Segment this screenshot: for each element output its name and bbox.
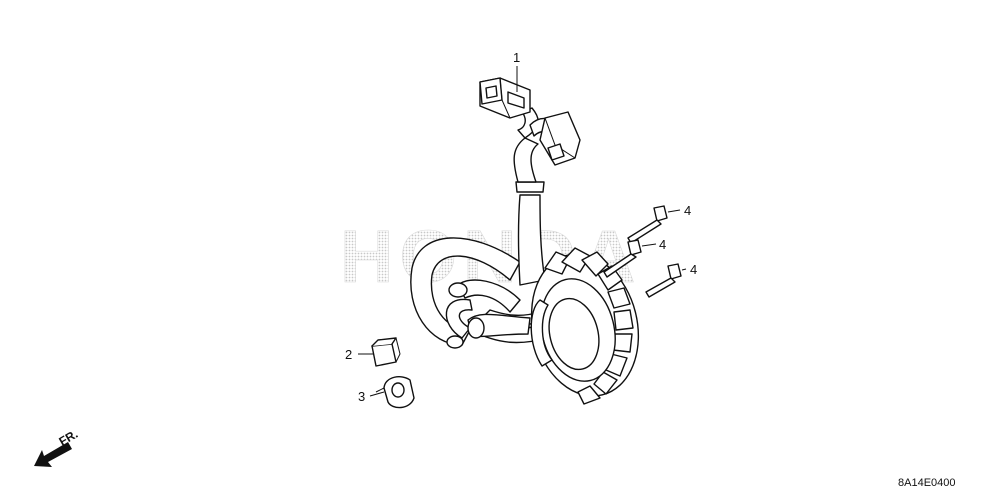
connector-boot <box>539 111 581 166</box>
front-direction-arrow: FR. <box>34 427 80 467</box>
callout-4b: 4 <box>659 237 666 252</box>
grommet-part-2 <box>371 337 401 367</box>
leader-lines <box>358 66 687 397</box>
front-direction-label: FR. <box>57 427 81 449</box>
callout-1: 1 <box>513 50 520 65</box>
clamp-part-3 <box>375 376 415 409</box>
wire-connector <box>479 77 531 119</box>
stator <box>467 247 640 405</box>
bolt-part-4b <box>603 239 642 278</box>
bolt-part-4c <box>645 263 682 298</box>
bolt-part-4a <box>627 205 668 244</box>
callout-3: 3 <box>358 389 365 404</box>
callout-4c: 4 <box>690 262 697 277</box>
callout-2: 2 <box>345 347 352 362</box>
diagram-code: 8A14E0400 <box>898 477 956 489</box>
callout-4a: 4 <box>684 203 691 218</box>
